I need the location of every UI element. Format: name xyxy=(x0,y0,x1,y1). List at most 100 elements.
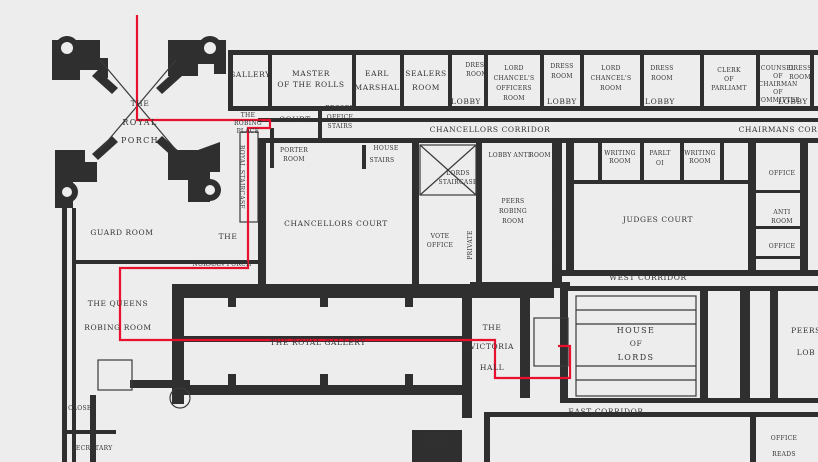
label-lco-1: LORD xyxy=(504,65,523,72)
label-west-corridor: WEST CORRIDOR xyxy=(609,273,686,282)
label-hol-2: OF xyxy=(630,339,643,348)
label-dress-2a: DRESS xyxy=(550,63,573,70)
label-peers-private-corridor: PEERS PRIVATE CORRIDOR xyxy=(555,163,562,257)
label-guard-room: GUARD ROOM xyxy=(90,228,153,237)
label-lobby-anti-3: ROOM xyxy=(529,152,551,159)
label-dress-2b: ROOM xyxy=(551,73,573,80)
room-labels: GALLERY MASTER OF THE ROLLS EARL MARSHAL… xyxy=(68,62,818,458)
label-norman-2: NORMAN PORCH xyxy=(192,261,251,268)
label-clerk-3: PARLIAMT xyxy=(711,85,747,92)
label-queens-2: ROBING ROOM xyxy=(84,323,151,332)
label-secretary: SECRETARY xyxy=(72,445,114,452)
label-norman-1: THE xyxy=(219,232,238,241)
label-lob: LOB xyxy=(797,348,815,357)
label-dress-1b: ROOM xyxy=(466,71,488,78)
label-earl-marshal-2: MARSHAL xyxy=(354,83,399,92)
label-lc-3: ROOM xyxy=(600,85,622,92)
room-dividers xyxy=(228,55,814,259)
label-porch-1: THE xyxy=(131,99,150,108)
label-earl-marshal-1: EARL xyxy=(365,69,389,78)
label-porter-2: ROOM xyxy=(283,156,305,163)
label-houseof: HOUSE xyxy=(373,145,398,152)
label-chancellors-corridor: CHANCELLORS CORRIDOR xyxy=(430,125,551,134)
label-writing-1a: WRITING xyxy=(604,150,636,157)
label-porch-3: PORCH xyxy=(121,136,159,145)
label-lc-1: LORD xyxy=(601,65,620,72)
label-counsel-4: OF xyxy=(773,89,783,96)
label-master-rolls-2: OF THE ROLLS xyxy=(277,80,344,89)
stair-details xyxy=(97,59,697,409)
label-hol-1: HOUSE xyxy=(617,326,656,335)
label-dress-3b: ROOM xyxy=(651,75,673,82)
label-lobby-anti: LOBBY xyxy=(488,152,512,159)
label-vote-2: OFFICE xyxy=(427,242,453,249)
label-office-1: OFFICE xyxy=(769,170,795,177)
label-victoria-2: VICTORIA xyxy=(469,342,514,351)
label-lobby-3: LOBBY xyxy=(645,97,675,106)
label-victoria-1: THE xyxy=(483,323,502,332)
label-chairmans-corridor: CHAIRMANS COR xyxy=(739,125,818,134)
label-record-1: RECORD xyxy=(325,105,355,112)
label-victoria-3: HALL xyxy=(480,363,504,372)
label-gallery: GALLERY xyxy=(229,70,271,79)
label-dress-1a: DRESS xyxy=(465,62,488,69)
label-writing-1b: ROOM xyxy=(609,158,631,165)
label-queens-1: THE QUEENS xyxy=(88,299,149,308)
label-dress-4a: DRESS xyxy=(788,65,811,72)
label-counsel-3: CHAIRMAN xyxy=(758,81,797,88)
label-lco-2: CHANCEL'S xyxy=(494,75,535,82)
route-path xyxy=(118,15,572,380)
label-lobby-anti-2: ANTI xyxy=(512,152,530,159)
label-anti-1: ANTI xyxy=(772,209,790,216)
label-counsel-2: OF xyxy=(773,73,783,80)
label-closet: CLOSET xyxy=(68,405,96,412)
label-lords-stair-1: LORDS xyxy=(446,170,470,177)
label-master-rolls-1: MASTER xyxy=(292,69,330,78)
label-peers: PEERS xyxy=(791,326,818,335)
label-lobby-2: LOBBY xyxy=(547,97,577,106)
label-writing-2b: ROOM xyxy=(689,158,711,165)
label-lc-2: CHANCEL'S xyxy=(591,75,632,82)
label-private: PRIVATE xyxy=(467,230,474,259)
label-office-3: OFFICE xyxy=(771,435,797,442)
label-robing-place-3: PLACE xyxy=(237,128,260,135)
label-lords-stair-2: STAIRCASE xyxy=(438,179,477,186)
label-peers-robing-2: ROBING xyxy=(499,208,527,215)
label-vote-1: VOTE xyxy=(430,233,450,240)
label-record-2: OFFICE xyxy=(327,114,353,121)
walls xyxy=(52,36,818,462)
label-clerk-1: CLERK xyxy=(717,67,741,74)
label-office-2: OFFICE xyxy=(769,243,795,250)
label-stairs: STAIRS xyxy=(370,157,395,164)
label-clerk-2: OF xyxy=(724,76,734,83)
label-robing-place-2: ROBING xyxy=(234,120,262,127)
label-reads: READS xyxy=(772,451,796,458)
label-east-corridor: EAST CORRIDOR xyxy=(568,407,643,416)
label-sealers-2: ROOM xyxy=(412,83,440,92)
label-anti-2: ROOM xyxy=(771,218,793,225)
label-parlt-1: PARLT xyxy=(649,150,670,157)
label-porter-1: PORTER xyxy=(280,147,308,154)
label-court: COURT xyxy=(279,115,311,124)
label-record-3: STAIRS xyxy=(328,123,353,130)
label-anti-room-2b: ROOM xyxy=(425,441,447,448)
label-dress-4b: ROOM xyxy=(789,74,811,81)
label-lco-4: ROOM xyxy=(503,95,525,102)
label-royal-staircase: ROYAL STAIRCASE xyxy=(238,145,245,209)
label-lobby-4: LOBBY xyxy=(778,97,808,106)
label-dress-3a: DRESS xyxy=(650,65,673,72)
label-lobby-1: LOBBY xyxy=(451,97,481,106)
label-counsel-1: COUNSEL xyxy=(761,65,795,72)
label-robing-place-1: THE xyxy=(241,112,256,119)
label-judges-court: JUDGES COURT xyxy=(622,215,693,224)
label-chancellors-court: CHANCELLORS COURT xyxy=(284,219,388,228)
label-writing-2a: WRITING xyxy=(684,150,716,157)
label-parlt-2: OI xyxy=(656,160,664,167)
label-anti-room-2a: ANTI xyxy=(426,433,444,440)
label-counsel-5: COMMITTEE xyxy=(756,97,800,104)
label-lco-3: OFFICERS xyxy=(496,85,532,92)
label-sealers-1: SEALERS xyxy=(405,69,446,78)
label-peers-robing-3: ROOM xyxy=(502,218,524,225)
label-porch-2: ROYAL xyxy=(122,118,157,127)
